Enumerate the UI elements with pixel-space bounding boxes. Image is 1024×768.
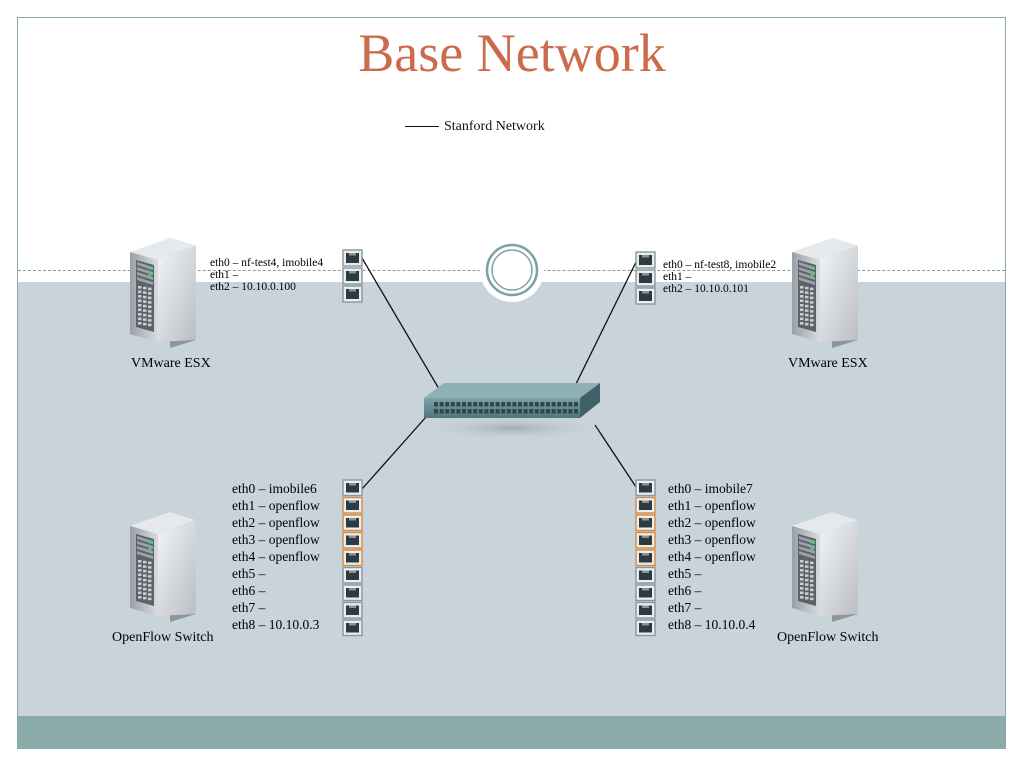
ethernet-port-icon xyxy=(342,249,363,267)
ethernet-port-icon xyxy=(635,566,656,584)
of-left-eth7: eth7 – xyxy=(232,600,266,615)
ethernet-port-icon xyxy=(342,531,363,549)
openflow-switch-right-server-icon xyxy=(792,512,858,622)
ethernet-port-icon xyxy=(635,549,656,567)
ethernet-port-icon xyxy=(635,269,656,287)
vmware-esx-left-server-icon xyxy=(130,238,196,348)
of-right-eth0: eth0 – imobile7 xyxy=(668,481,753,496)
ethernet-port-icon xyxy=(635,584,656,602)
openflow-switch-left-server-icon xyxy=(130,512,196,622)
link-of-left xyxy=(361,416,427,490)
of-right-port-stack xyxy=(635,479,656,637)
esx-right-eth0: eth0 – nf-test8, imobile2 xyxy=(663,259,777,271)
connection-lines xyxy=(361,257,639,491)
of-right-eth1: eth1 – openflow xyxy=(668,498,756,513)
of-right-caption: OpenFlow Switch xyxy=(777,630,879,645)
of-left-eth8: eth8 – 10.10.0.3 xyxy=(232,617,320,632)
of-right-eth8: eth8 – 10.10.0.4 xyxy=(668,617,756,632)
of-right-eth7: eth7 – xyxy=(668,600,702,615)
of-right-interfaces: eth0 – imobile7 eth1 – openflow eth2 – o… xyxy=(668,480,756,633)
of-left-caption: OpenFlow Switch xyxy=(112,630,214,645)
link-esx-left xyxy=(361,257,443,395)
esx-right-caption: VMware ESX xyxy=(788,356,868,371)
of-left-eth3: eth3 – openflow xyxy=(232,532,320,547)
center-ring-icon xyxy=(480,238,544,302)
ethernet-port-icon xyxy=(635,531,656,549)
slide-frame xyxy=(17,17,1006,749)
ethernet-port-icon xyxy=(342,549,363,567)
esx-left-eth2: eth2 – 10.10.0.100 xyxy=(210,281,296,293)
ethernet-port-icon xyxy=(342,514,363,532)
vmware-esx-right-server-icon xyxy=(792,238,858,348)
ethernet-port-icon xyxy=(342,496,363,514)
ethernet-port-icon xyxy=(342,601,363,619)
ethernet-port-icon xyxy=(342,267,363,285)
legend-line-icon xyxy=(405,126,439,128)
ethernet-port-icon xyxy=(342,285,363,303)
esx-right-eth2: eth2 – 10.10.0.101 xyxy=(663,283,749,295)
ethernet-port-icon xyxy=(635,496,656,514)
esx-right-interfaces: eth0 – nf-test8, imobile2 eth1 – eth2 – … xyxy=(663,259,776,295)
footer-bar xyxy=(18,716,1005,748)
of-left-eth4: eth4 – openflow xyxy=(232,549,320,564)
ethernet-port-icon xyxy=(342,566,363,584)
ethernet-port-icon xyxy=(342,479,363,497)
of-right-eth6: eth6 – xyxy=(668,583,702,598)
esx-left-port-stack xyxy=(342,249,363,303)
legend: Stanford Network xyxy=(405,119,545,135)
esx-left-interfaces: eth0 – nf-test4, imobile4 eth1 – eth2 – … xyxy=(210,257,323,293)
esx-left-eth0: eth0 – nf-test4, imobile4 xyxy=(210,257,324,269)
of-right-eth5: eth5 – xyxy=(668,566,702,581)
central-switch-icon xyxy=(417,383,607,440)
ethernet-port-icon xyxy=(635,514,656,532)
ethernet-port-icon xyxy=(342,584,363,602)
of-right-eth2: eth2 – openflow xyxy=(668,515,756,530)
of-right-eth4: eth4 – openflow xyxy=(668,549,756,564)
ethernet-port-icon xyxy=(635,287,656,305)
of-left-eth0: eth0 – imobile6 xyxy=(232,481,317,496)
esx-left-caption: VMware ESX xyxy=(131,356,211,371)
slide-title: Base Network xyxy=(358,23,666,83)
esx-right-eth1: eth1 – xyxy=(663,271,692,283)
link-of-right xyxy=(594,424,639,491)
lower-background-band xyxy=(18,282,1005,716)
of-left-port-stack xyxy=(342,479,363,637)
esx-right-port-stack xyxy=(635,251,656,305)
ethernet-port-icon xyxy=(635,619,656,637)
of-left-eth5: eth5 – xyxy=(232,566,266,581)
of-right-eth3: eth3 – openflow xyxy=(668,532,756,547)
of-left-interfaces: eth0 – imobile6 eth1 – openflow eth2 – o… xyxy=(232,480,320,633)
ethernet-port-icon xyxy=(635,251,656,269)
legend-label: Stanford Network xyxy=(444,119,545,134)
of-left-eth1: eth1 – openflow xyxy=(232,498,320,513)
of-left-eth2: eth2 – openflow xyxy=(232,515,320,530)
ethernet-port-icon xyxy=(635,479,656,497)
esx-left-eth1: eth1 – xyxy=(210,269,239,281)
link-esx-right xyxy=(574,257,639,387)
ethernet-port-icon xyxy=(342,619,363,637)
ethernet-port-icon xyxy=(635,601,656,619)
of-left-eth6: eth6 – xyxy=(232,583,266,598)
